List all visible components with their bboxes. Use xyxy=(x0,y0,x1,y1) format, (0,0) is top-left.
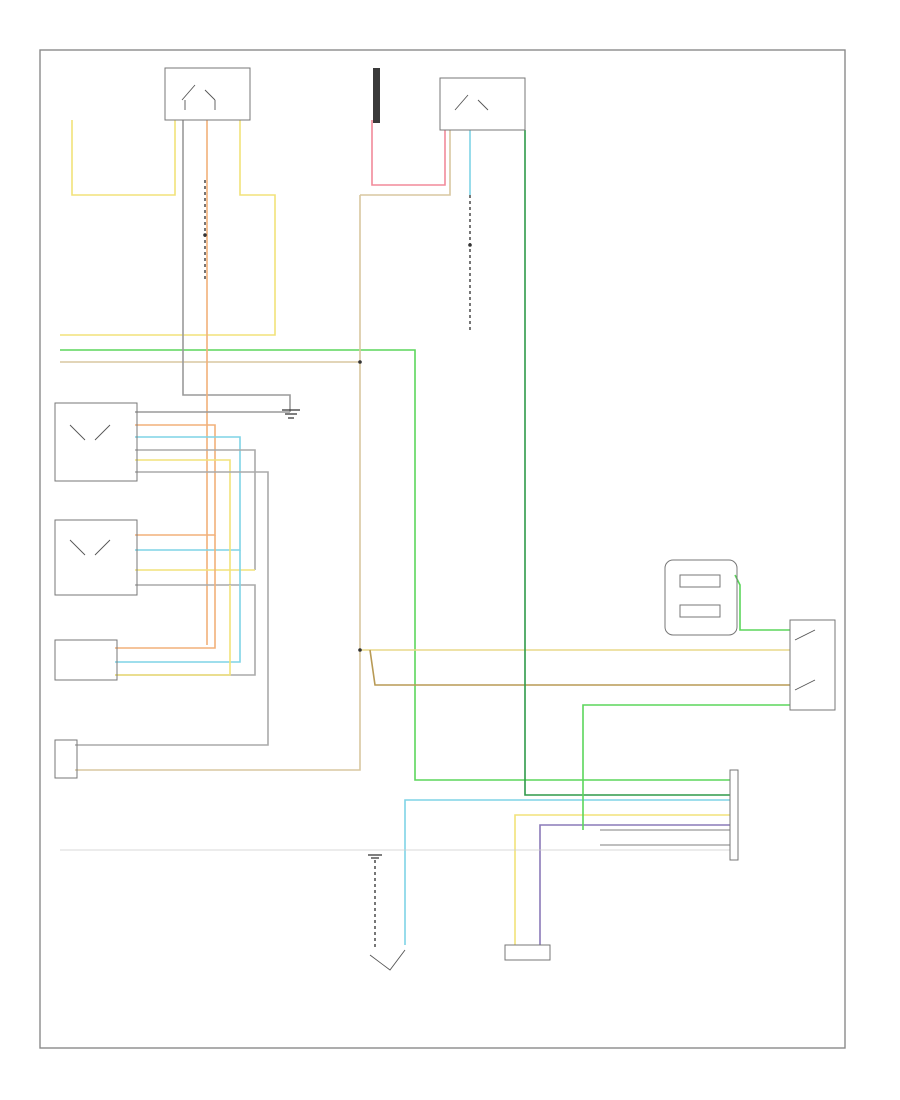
compressor-inner-2 xyxy=(679,604,721,618)
ground-icon xyxy=(282,409,300,419)
switch-block-2-symbol xyxy=(69,539,111,556)
wire-blue-bottom xyxy=(404,799,730,945)
wire-sw2-d xyxy=(115,535,216,649)
compressor-inner-1 xyxy=(679,574,721,588)
pcm-connector xyxy=(729,769,739,861)
wire-green-compressor xyxy=(734,574,790,631)
wire-gray-relay xyxy=(182,120,291,412)
wire-green-main xyxy=(60,349,730,781)
switch-block-2 xyxy=(54,519,138,596)
wire-dark-tan-right xyxy=(369,649,790,686)
wire-dark-green-long xyxy=(524,130,730,796)
diagram-frame xyxy=(39,49,846,1049)
switch-block-4 xyxy=(54,739,78,779)
wire-sw1-c xyxy=(135,436,241,551)
wire-group xyxy=(60,120,790,950)
switch-block-3 xyxy=(54,639,118,681)
wire-sw2-c xyxy=(115,550,241,663)
fuse-block xyxy=(373,68,380,123)
wire-sw2-e xyxy=(115,585,231,676)
wire-pink-top xyxy=(371,120,446,186)
splice-dot xyxy=(203,233,207,237)
wire-yellow-top-left xyxy=(71,120,176,196)
wire-tan-top xyxy=(360,130,451,196)
wire-purple-bottom xyxy=(539,824,730,945)
relay-switch-symbol xyxy=(181,84,216,110)
splice-dots xyxy=(203,233,472,652)
switch-block-1-symbol xyxy=(69,424,111,441)
splice-dot xyxy=(358,360,362,364)
relay-box-top-right xyxy=(439,77,526,131)
switch-block-1 xyxy=(54,402,138,482)
wire-sw1-f xyxy=(75,471,269,746)
component-group xyxy=(54,67,836,971)
right-switch-symbols xyxy=(794,629,816,691)
ground-icon-bottom xyxy=(368,854,382,859)
wire-green-lower xyxy=(582,704,790,830)
wire-sw1-b xyxy=(135,424,216,536)
splice-dot xyxy=(358,648,362,652)
wire-tan-vertical xyxy=(75,195,361,771)
wire-yellow-bottom xyxy=(514,814,730,945)
right-switch-box xyxy=(789,619,836,711)
wire-yellow-bus xyxy=(60,120,276,336)
wire-sw1-d xyxy=(135,449,256,570)
splice-dot xyxy=(468,243,472,247)
relay-switch-symbol-2 xyxy=(454,94,489,111)
relay-box-top-left xyxy=(164,67,251,121)
bottom-sensor xyxy=(504,944,551,961)
bottom-pressure-switch xyxy=(369,949,406,971)
wire-sw1-e xyxy=(135,459,231,585)
compressor-clutch xyxy=(664,559,738,636)
